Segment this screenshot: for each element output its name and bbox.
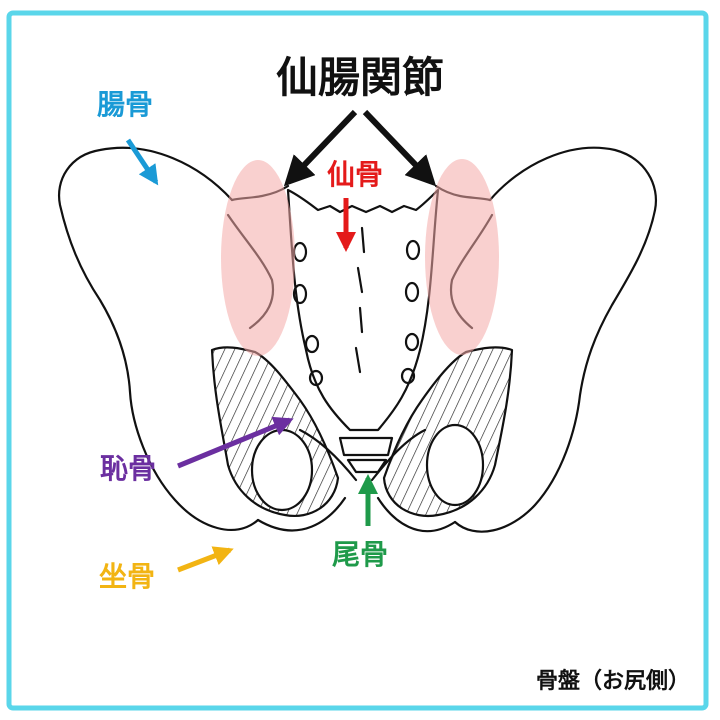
lower-hip-outline xyxy=(256,496,457,533)
right-obturator-foramen xyxy=(425,423,485,507)
diagram-title: 仙腸関節 xyxy=(276,53,444,102)
foramen-right-4 xyxy=(400,367,416,385)
pubis-arrow xyxy=(177,416,294,469)
foramen-left-4 xyxy=(308,369,324,387)
ilium-label: 腸骨 xyxy=(97,88,153,121)
title-arrows xyxy=(283,109,437,187)
title-arrow-left xyxy=(283,109,358,187)
foramen-right-2 xyxy=(404,281,420,303)
pubis-label: 恥骨 xyxy=(100,452,156,485)
left-joint-highlight xyxy=(221,160,295,356)
ischium-arrow xyxy=(177,546,234,573)
caption: 骨盤（お尻側） xyxy=(536,668,690,694)
coccyx-label: 尾骨 xyxy=(332,538,388,571)
left-obturator-foramen xyxy=(250,428,314,512)
ischium-label: 坐骨 xyxy=(99,560,155,593)
foramen-left-2 xyxy=(292,283,308,305)
sacrum-label: 仙骨 xyxy=(327,158,383,191)
title-arrow-right xyxy=(362,109,437,187)
right-ilium-outline xyxy=(453,146,658,533)
sacrum-crest xyxy=(354,226,366,374)
left-ilium-outline xyxy=(57,146,260,531)
foramen-left-3 xyxy=(304,334,320,354)
foramen-right-3 xyxy=(404,332,420,352)
sacrum-outline xyxy=(286,188,440,432)
ilium-arrow xyxy=(125,138,159,186)
right-joint-highlight xyxy=(425,159,499,355)
foramen-right-1 xyxy=(405,239,421,261)
